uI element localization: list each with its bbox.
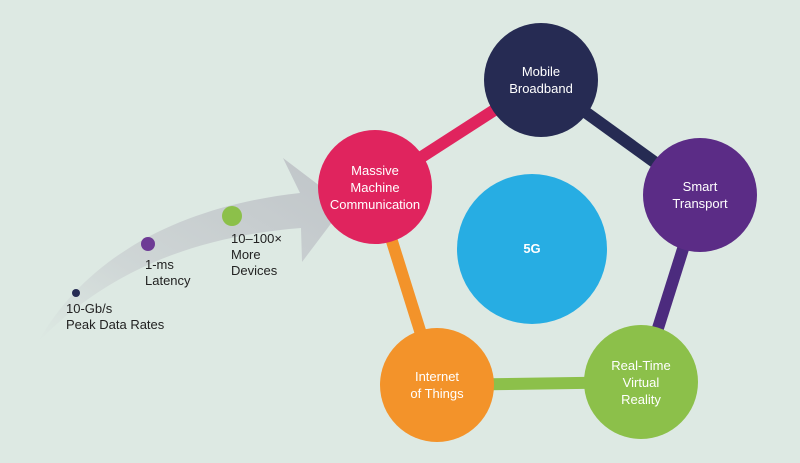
node-label-internet-of-things: Internet of Things (410, 369, 464, 401)
node-label-massive-machine: Massive Machine Communication (329, 162, 421, 212)
node-label-smart-transport: Smart Transport (672, 179, 728, 211)
progress-arrow (38, 158, 345, 342)
center-label: 5G (523, 241, 541, 256)
metric-label-peak-data-rates: 10-Gb/s Peak Data Rates (66, 301, 165, 332)
node-circle-massive-machine (318, 130, 432, 244)
metric-label-latency: 1-ms Latency (145, 257, 191, 288)
center-circle (457, 174, 607, 324)
node-circle-real-time-vr (584, 325, 698, 439)
node-label-mobile-broadband: Mobile Broadband (509, 64, 573, 96)
metric-label-more-devices: 10–100× More Devices (231, 231, 282, 278)
node-circle-internet-of-things (380, 328, 494, 442)
node-circle-mobile-broadband (484, 23, 598, 137)
node-label-real-time-vr: Real-Time Virtual Reality (611, 357, 671, 407)
node-circle-smart-transport (643, 138, 757, 252)
metric-dot-more-devices (222, 206, 242, 226)
metric-dot-latency (141, 237, 155, 251)
metric-dot-peak-data-rates (72, 289, 80, 297)
